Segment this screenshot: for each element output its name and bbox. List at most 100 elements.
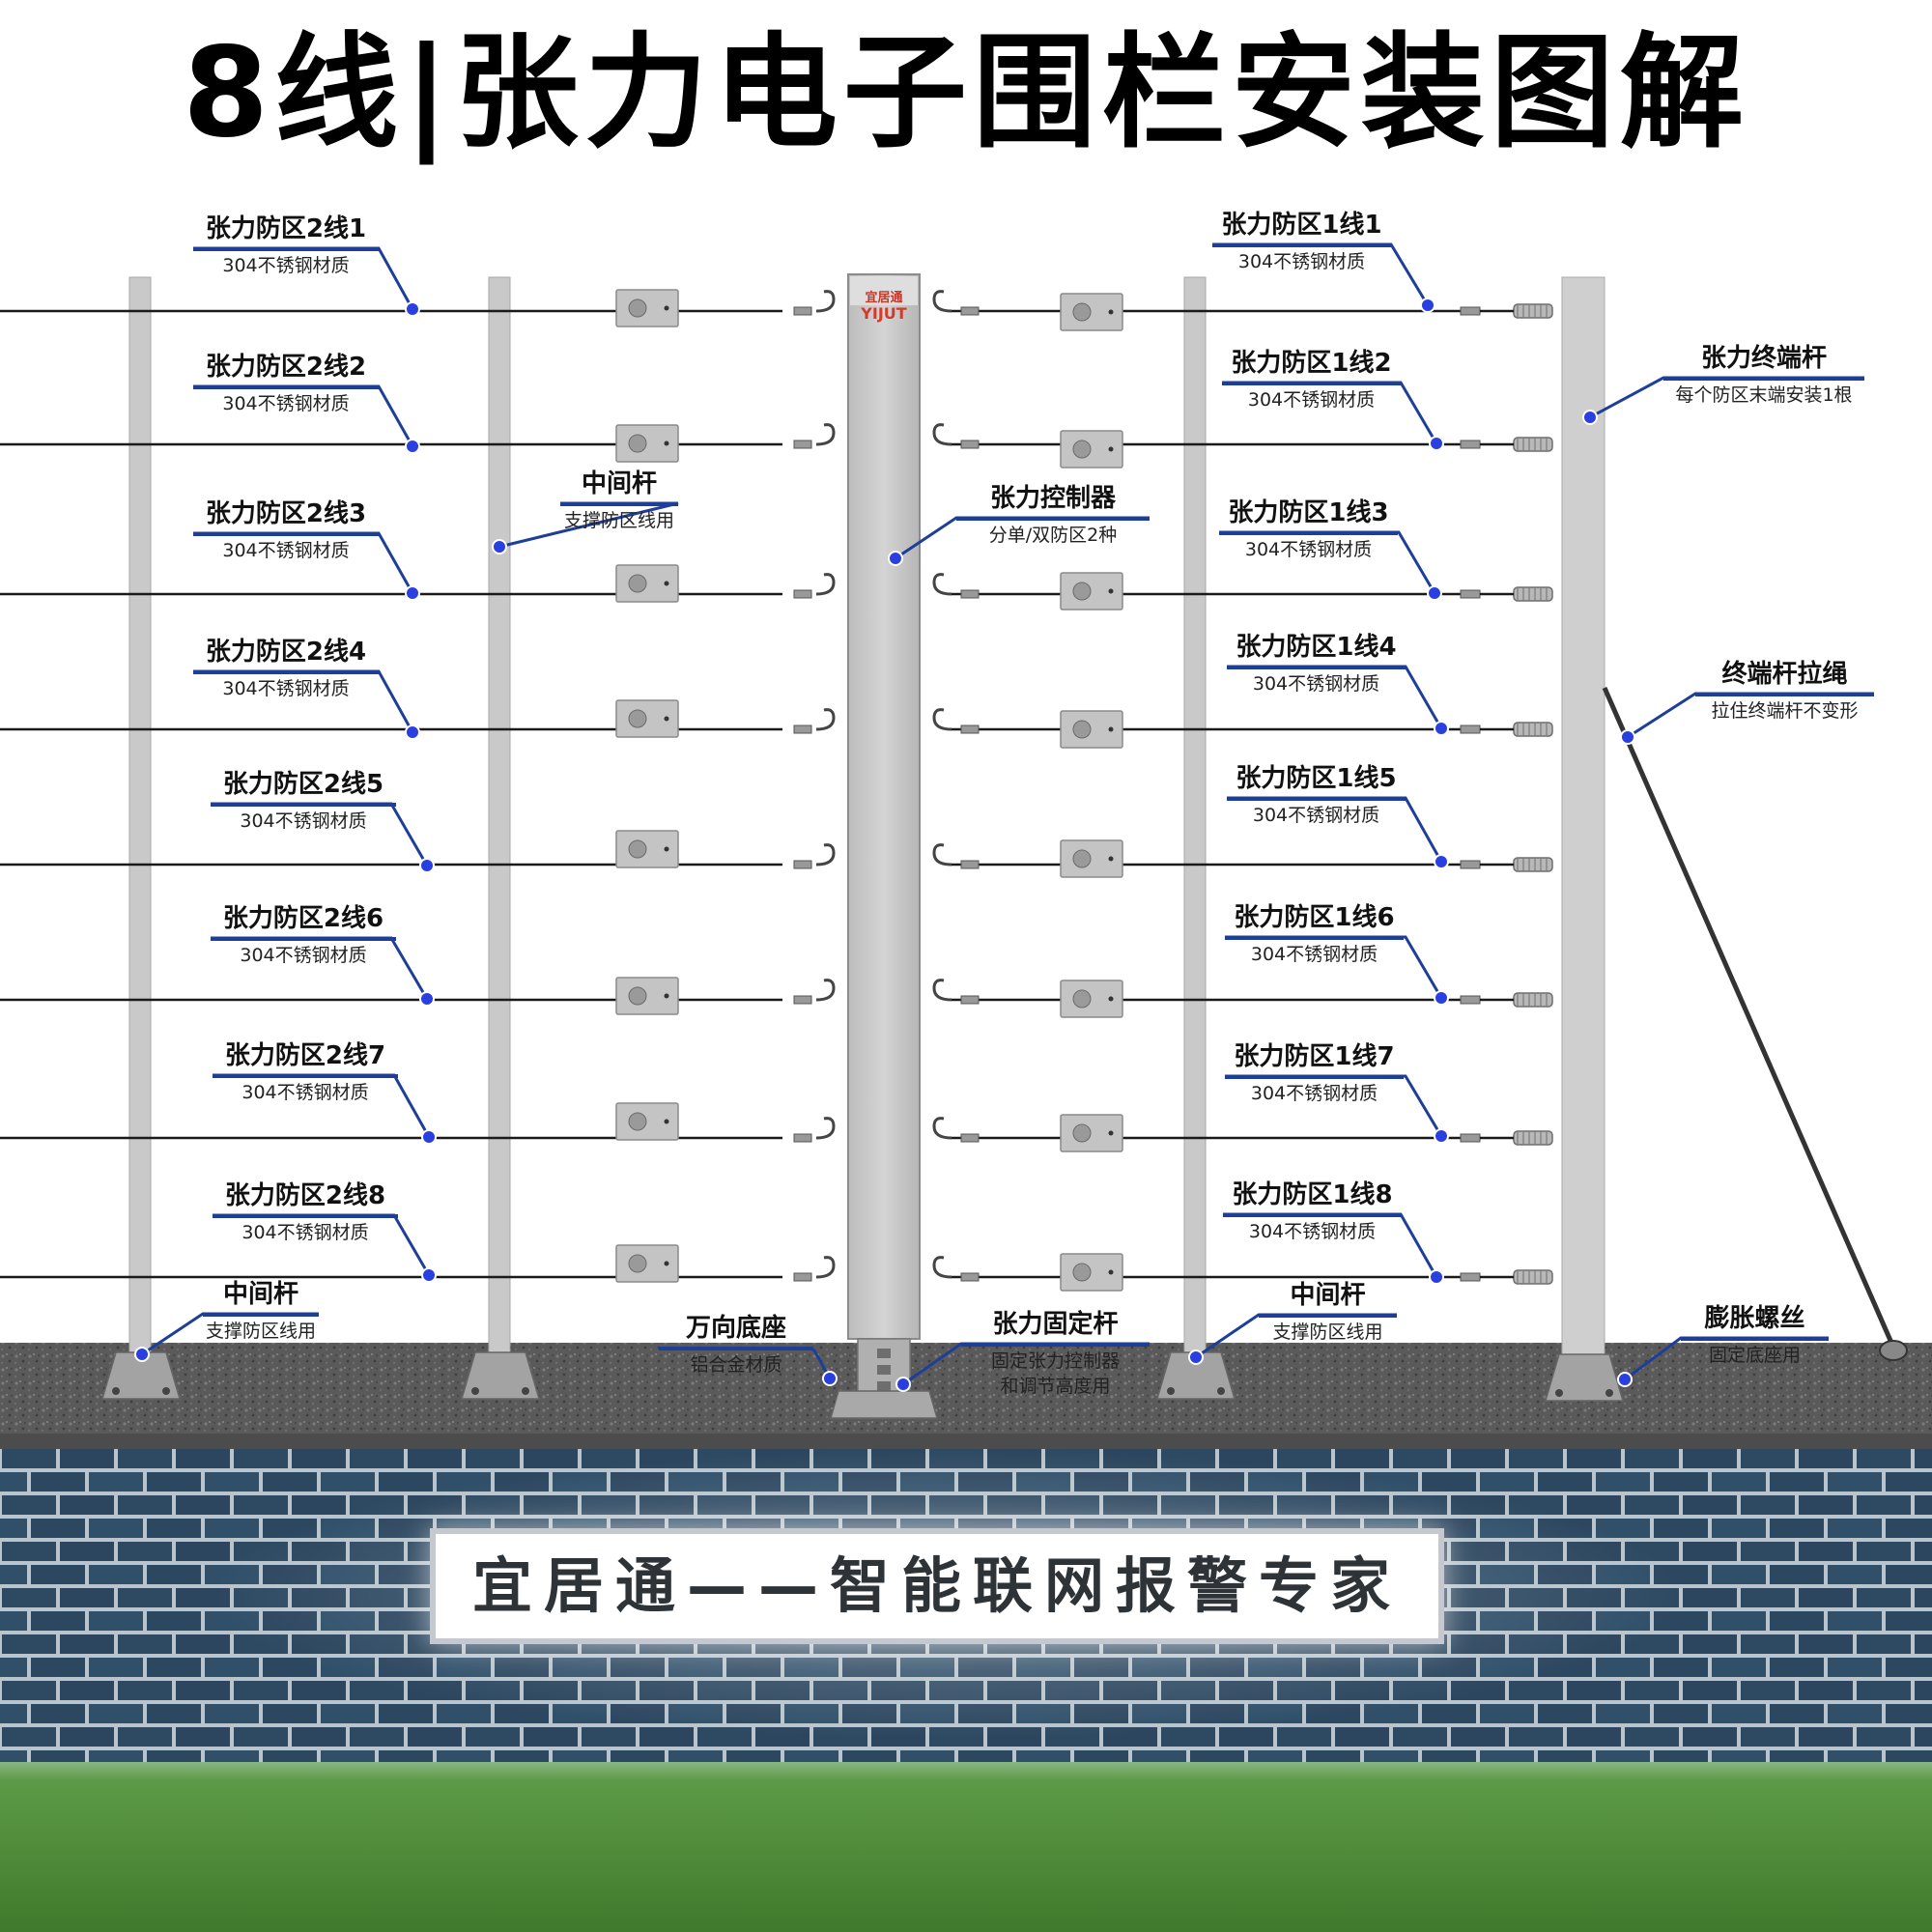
leader-dot <box>405 439 420 454</box>
insulator-hole <box>1108 1130 1114 1136</box>
leader-dot <box>1617 1372 1633 1387</box>
leader-dot <box>421 1267 437 1283</box>
crimp-sleeve <box>960 306 980 316</box>
zone1-wire-7-label-title: 张力防区1线7 <box>1234 1042 1395 1071</box>
insulator-plate <box>615 830 679 868</box>
universal-base <box>1545 1353 1624 1402</box>
zone2-wire-8-label-desc: 304不锈钢材质 <box>242 1222 369 1243</box>
insulator-hole <box>1108 996 1114 1002</box>
middle-pole-upper-label-title: 中间杆 <box>581 469 657 498</box>
leader-dot <box>1429 1269 1444 1285</box>
insulator-bolt <box>1072 440 1092 459</box>
leader-dot <box>1420 298 1435 313</box>
leader-dot <box>822 1371 838 1386</box>
zone1-wire-6-label-title: 张力防区1线6 <box>1234 903 1395 932</box>
zone1-wire-6-label: 张力防区1线6 304不锈钢材质 <box>1225 901 1404 967</box>
insulator-bolt <box>628 574 647 593</box>
leader-dot <box>1620 729 1635 745</box>
base-bolt <box>1167 1387 1175 1395</box>
leader-dot <box>1429 436 1444 451</box>
zone1-wire-1-label-desc: 304不锈钢材质 <box>1237 251 1366 272</box>
crimp-sleeve <box>1460 306 1481 316</box>
hook <box>815 290 836 313</box>
insulator-bolt <box>1072 1123 1092 1143</box>
leader-dot <box>1434 990 1449 1006</box>
insulator-bolt <box>1072 1263 1092 1282</box>
zone2-wire-3-label-underline <box>193 532 379 536</box>
insulator-bolt <box>1072 989 1092 1009</box>
zone2-wire-7-label-desc: 304不锈钢材质 <box>242 1082 369 1103</box>
insulator-plate <box>615 424 679 463</box>
universal-base-label-underline <box>659 1347 813 1350</box>
leader-dot <box>492 539 507 554</box>
bracket-slot <box>877 1365 891 1375</box>
zone2-wire-4-label-desc: 304不锈钢材质 <box>222 678 350 699</box>
hook <box>932 1117 952 1140</box>
zone1-wire-8-label-title: 张力防区1线8 <box>1232 1180 1393 1209</box>
zone1-wire-6-label-desc: 304不锈钢材质 <box>1250 944 1378 965</box>
leader-dot <box>1434 854 1449 869</box>
zone2-wire-8-label: 张力防区2线8 304不锈钢材质 <box>213 1179 398 1245</box>
hook <box>815 843 836 867</box>
base-bolt <box>162 1387 170 1395</box>
terminal-rope-label-underline <box>1695 693 1874 696</box>
insulator-bolt <box>628 839 647 859</box>
bases <box>101 1351 1624 1402</box>
crimp-sleeve <box>1460 995 1481 1005</box>
base-bolt <box>522 1387 529 1395</box>
middle-pole-left-label: 中间杆支撑防区线用 <box>203 1278 319 1344</box>
insulator-hole <box>664 716 669 722</box>
terminal-pole-label: 张力终端杆每个防区末端安装1根 <box>1663 342 1864 408</box>
crimp-sleeve <box>960 1133 980 1143</box>
terminal-rope-label-title: 终端杆拉绳 <box>1721 660 1848 689</box>
insulator-bolt <box>628 1254 647 1273</box>
insulator-plate <box>615 699 679 738</box>
zone1-wire-4-label-underline <box>1227 666 1406 669</box>
crimp-sleeve <box>793 995 812 1005</box>
grass <box>0 1760 1932 1932</box>
leader-dot <box>419 858 435 873</box>
universal-base-label-desc: 铝合金材质 <box>690 1354 782 1376</box>
zone1-wire-5-label-title: 张力防区1线5 <box>1236 764 1397 793</box>
base-bolt <box>1605 1389 1613 1397</box>
insulator-bolt <box>1072 302 1092 322</box>
crimp-sleeve <box>1460 1133 1481 1143</box>
zone1-wire-5-label-desc: 304不锈钢材质 <box>1252 805 1380 826</box>
controller-body <box>847 273 921 1340</box>
insulator-hole <box>1108 726 1114 732</box>
wall-coping <box>0 1434 1932 1449</box>
bracket-slot <box>877 1349 891 1358</box>
bracket-slot <box>877 1381 891 1391</box>
base-bolt <box>471 1387 479 1395</box>
hook <box>815 423 836 446</box>
zone2-wire-1-label-desc: 304不锈钢材质 <box>222 255 350 276</box>
hook <box>932 423 952 446</box>
zone2-wire-8-label-title: 张力防区2线8 <box>224 1181 386 1210</box>
hook <box>815 573 836 596</box>
crimp-sleeve <box>793 860 812 869</box>
zone1-wire-1-label-title: 张力防区1线1 <box>1221 211 1382 240</box>
leader-dot <box>1188 1350 1204 1365</box>
crimp-sleeve <box>1460 724 1481 734</box>
middle-pole-right-label-underline <box>1259 1314 1397 1318</box>
crimp-sleeve <box>793 724 812 734</box>
zone2-wire-2-label-underline <box>193 385 379 389</box>
insulator-hole <box>1108 446 1114 452</box>
controller-label-underline <box>956 517 1150 521</box>
middle-pole-right-label-desc: 支撑防区线用 <box>1272 1321 1383 1343</box>
crimp-sleeve <box>793 440 812 449</box>
universal-base <box>101 1351 181 1400</box>
insulator-hole <box>664 305 669 311</box>
terminal-pole-label-title: 张力终端杆 <box>1700 344 1827 373</box>
universal-base-label: 万向底座铝合金材质 <box>659 1312 813 1378</box>
universal-base-label-title: 万向底座 <box>685 1314 786 1343</box>
controller-label-desc: 分单/双防区2种 <box>988 525 1118 546</box>
insulator-hole <box>664 1119 669 1124</box>
insulator-plate <box>1060 430 1123 469</box>
